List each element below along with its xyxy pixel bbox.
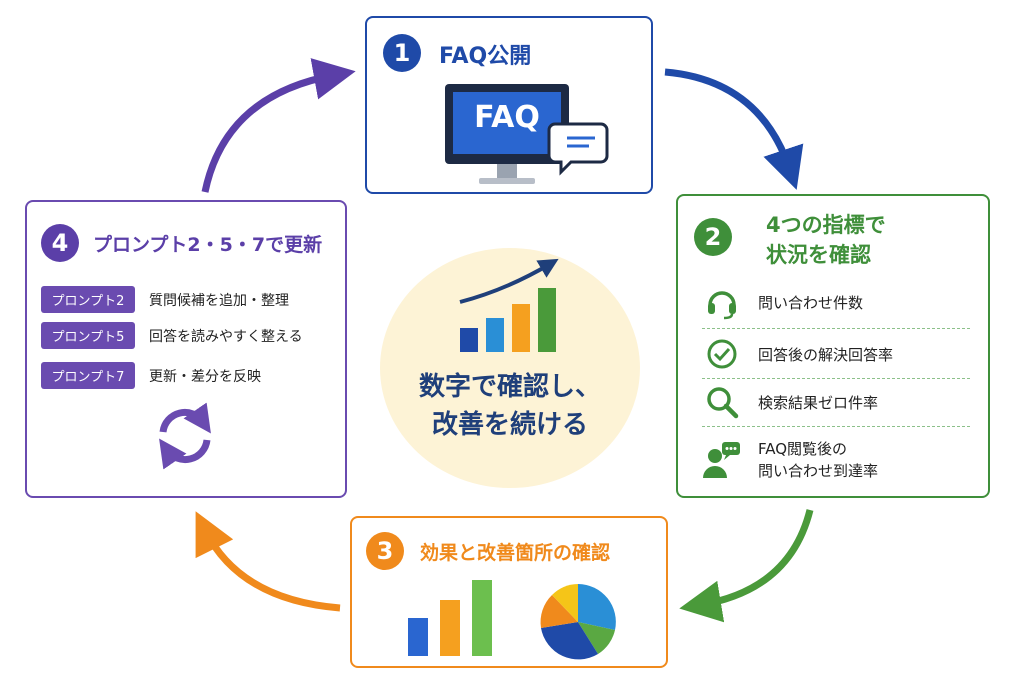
step-2-title-line2: 状況を確認 [766,243,871,267]
metric-inquiries: 問い合わせ件数 [702,282,970,322]
prompt-tag: プロンプト7 [41,362,135,389]
divider [702,426,970,427]
center-line-2: 改善を続ける [431,410,588,440]
prompt-row: プロンプト2 質問候補を追加・整理 [41,286,289,313]
refresh-cycle-icon [159,402,211,470]
prompt-text: 質問候補を追加・整理 [149,292,289,309]
step-3-title: 効果と改善箇所の確認 [420,542,611,564]
step-1-number: 1 [383,34,421,72]
step-4-number: 4 [41,224,79,262]
step-1-title: FAQ公開 [439,44,532,69]
step-2-title: 4つの指標で 状況を確認 [766,210,886,270]
arrow-2-to-3 [679,509,814,623]
step-4-title: プロンプト2・5・7で更新 [93,234,323,256]
prompt-tag: プロンプト2 [41,286,135,313]
step-2-box: 2 4つの指標で 状況を確認 問い合わせ件数 回答後の解決回答率 [676,194,990,498]
step-2-number: 2 [694,218,732,256]
headset-icon [702,282,742,322]
monitor-faq-icon [445,84,609,184]
metric-after-view: FAQ閲覧後の 問い合わせ到達率 [702,438,970,482]
prompt-row: プロンプト5 回答を読みやすく整える [41,322,303,349]
prompt-text: 回答を読みやすく整える [149,328,303,345]
search-icon [702,382,742,422]
center-message: 数字で確認し、 改善を続ける [380,248,640,488]
prompt-tag: プロンプト5 [41,322,135,349]
divider [702,328,970,329]
metric-resolution: 回答後の解決回答率 [702,334,970,374]
person-chat-icon [702,440,742,480]
step-1-box: 1 FAQ公開 FAQ [365,16,653,194]
growth-chart-icon [459,258,559,352]
metric-label: 回答後の解決回答率 [758,345,894,364]
step-2-title-line1: 4つの指標で [766,213,886,237]
step-3-number: 3 [366,532,404,570]
prompt-text: 更新・差分を反映 [149,368,261,385]
arrow-3-to-4 [195,511,341,612]
metric-label: 問い合わせ件数 [758,293,864,312]
arrow-1-to-2 [664,68,804,190]
metric-zero-results: 検索結果ゼロ件率 [702,382,970,422]
pie-chart-icon [540,584,616,660]
monitor-screen-label: FAQ [474,100,540,135]
bar-chart-icon [408,580,492,656]
check-circle-icon [702,334,742,374]
step-4-box: 4 プロンプト2・5・7で更新 プロンプト2 質問候補を追加・整理 プロンプト5… [25,200,347,498]
divider [702,378,970,379]
metric-label: 検索結果ゼロ件率 [758,393,879,412]
arrow-4-to-1 [201,58,356,193]
center-line-1: 数字で確認し、 [418,372,601,402]
metric-label: FAQ閲覧後の 問い合わせ到達率 [758,440,879,480]
prompt-row: プロンプト7 更新・差分を反映 [41,362,261,389]
step-3-box: 3 効果と改善箇所の確認 [350,516,668,668]
